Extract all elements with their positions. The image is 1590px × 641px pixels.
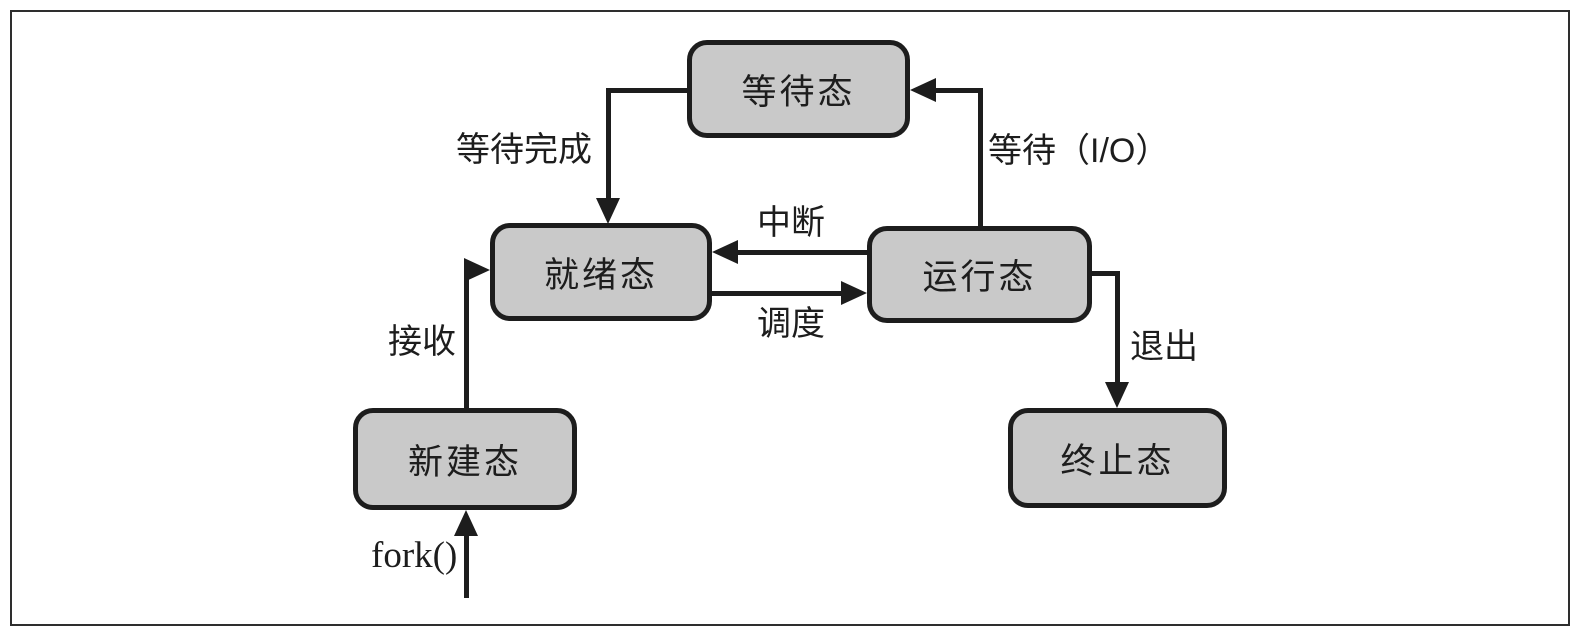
node-new-label: 新建态: [407, 442, 522, 482]
node-running-state: 运行态: [867, 226, 1092, 323]
arrowhead-down-icon: [596, 198, 620, 224]
edge-interrupt-line: [738, 250, 867, 255]
edge-wait-complete-label: 等待完成: [456, 131, 592, 169]
edge-exit-line-h: [1092, 271, 1120, 276]
edge-schedule-label: 调度: [757, 305, 825, 343]
arrowhead-left-icon: [910, 78, 936, 102]
arrowhead-right-icon: [464, 258, 490, 282]
node-new-state: 新建态: [353, 408, 577, 510]
node-terminated-label: 终止态: [1060, 441, 1175, 481]
arrowhead-down-icon: [1105, 382, 1129, 408]
edge-admit-label: 接收: [388, 323, 456, 361]
edge-admit-line-v: [464, 268, 469, 408]
edge-wait-io-line-h: [936, 88, 983, 93]
arrowhead-left-icon: [712, 240, 738, 264]
edge-fork-line-v: [464, 536, 469, 598]
edge-interrupt-label: 中断: [757, 204, 825, 242]
node-running-label: 运行态: [922, 258, 1037, 297]
node-ready-state: 就绪态: [490, 223, 712, 321]
edge-exit-label: 退出: [1130, 328, 1198, 366]
arrowhead-right-icon: [841, 281, 867, 305]
edge-wait-io-label: 等待（I/O）: [988, 132, 1170, 170]
edge-schedule-line: [712, 291, 841, 296]
node-waiting-state: 等待态: [687, 40, 910, 138]
edge-fork-label: fork(): [371, 535, 458, 576]
edge-wait-complete-line-v: [606, 88, 611, 198]
edge-wait-complete-line-h: [606, 88, 687, 93]
node-ready-label: 就绪态: [543, 255, 658, 295]
edge-exit-line-v: [1115, 271, 1120, 383]
arrowhead-up-icon: [454, 510, 478, 536]
edge-wait-io-line-v: [978, 88, 983, 226]
node-waiting-label: 等待态: [741, 72, 856, 112]
node-terminated-state: 终止态: [1008, 408, 1227, 508]
